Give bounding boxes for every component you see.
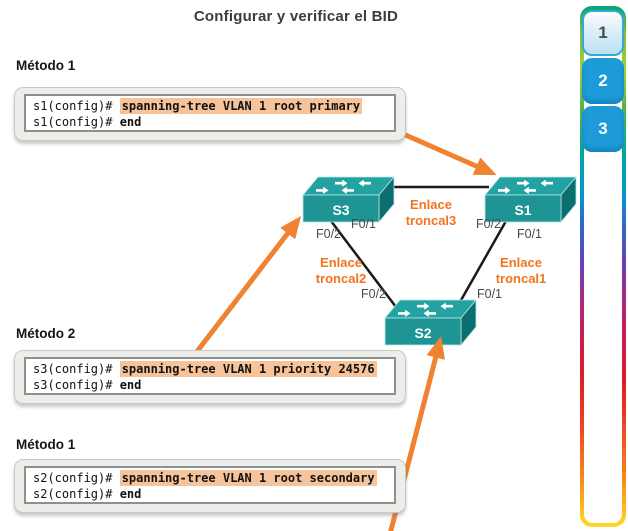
code-box-s1: s1(config)# spanning-tree VLAN 1 root pr… [14,87,406,141]
port-label-s2-f01: F0/1 [477,287,503,301]
port-label-s1-f02: F0/2 [476,217,502,231]
code-box-s3: s3(config)# spanning-tree VLAN 1 priorit… [14,350,406,404]
method1-label: Método 1 [16,58,76,73]
trunk1-label: Enlace troncal1 [486,255,556,287]
cli-prompt: s1(config)# [33,115,120,129]
code-line: s1(config)# end [33,114,387,130]
cli-prompt: s2(config)# [33,471,120,485]
code-terminal-s3: s3(config)# spanning-tree VLAN 1 priorit… [24,357,396,395]
code-line: s3(config)# spanning-tree VLAN 1 priorit… [33,361,387,377]
port-label-s1-f01: F0/1 [517,227,543,241]
trunk2-line1: Enlace [320,255,362,270]
port-label-s2-f02: F0/2 [361,287,387,301]
code-line: s3(config)# end [33,377,387,393]
cli-command-highlighted: spanning-tree VLAN 1 root primary [119,98,363,114]
trunk2-line2: troncal2 [315,271,367,286]
cli-command-highlighted: spanning-tree VLAN 1 root secondary [119,470,377,486]
cli-command: end [119,378,142,392]
cli-command-highlighted: spanning-tree VLAN 1 priority 24576 [119,361,377,377]
step-button-3[interactable]: 3 [582,106,624,152]
code-terminal-s2: s2(config)# spanning-tree VLAN 1 root se… [24,466,396,504]
page-title: Configurar y verificar el BID [193,8,399,25]
code-line: s2(config)# end [33,486,387,502]
code-line: s1(config)# spanning-tree VLAN 1 root pr… [33,98,387,114]
cli-command: end [119,487,142,501]
cli-prompt: s2(config)# [33,487,120,501]
step-buttons: 1 2 3 [582,10,624,152]
switch-s1-label: S1 [514,202,531,218]
method2-label: Método 2 [16,326,76,341]
cli-prompt: s3(config)# [33,378,120,392]
cli-prompt: s3(config)# [33,362,120,376]
step-navigation-rail: 1 2 3 [580,6,626,527]
switch-s2: S2 [385,300,476,345]
step-button-2[interactable]: 2 [582,58,624,104]
switch-s3-label: S3 [332,202,349,218]
port-label-s3-f02: F0/2 [316,227,342,241]
code-box-s2: s2(config)# spanning-tree VLAN 1 root se… [14,459,406,513]
switch-s2-label: S2 [414,325,431,341]
trunk2-label: Enlace troncal2 [306,255,376,287]
link-s3-s2 [330,220,400,312]
switch-s1: S1 [485,177,576,222]
code-terminal-s1: s1(config)# spanning-tree VLAN 1 root pr… [24,94,396,132]
switch-s3: S3 [303,177,394,222]
step-button-1[interactable]: 1 [582,10,624,56]
method1b-label: Método 1 [16,437,76,452]
trunk3-label: Enlace troncal3 [396,197,466,229]
trunk3-line1: Enlace [410,197,452,212]
link-s1-s2 [454,220,508,310]
trunk1-line1: Enlace [500,255,542,270]
trunk3-line2: troncal3 [405,213,457,228]
cli-prompt: s1(config)# [33,99,120,113]
cli-command: end [119,115,142,129]
arrow-method2-to-s3 [190,216,302,360]
port-label-s3-f01: F0/1 [351,217,377,231]
code-line: s2(config)# spanning-tree VLAN 1 root se… [33,470,387,486]
trunk1-line2: troncal1 [495,271,547,286]
